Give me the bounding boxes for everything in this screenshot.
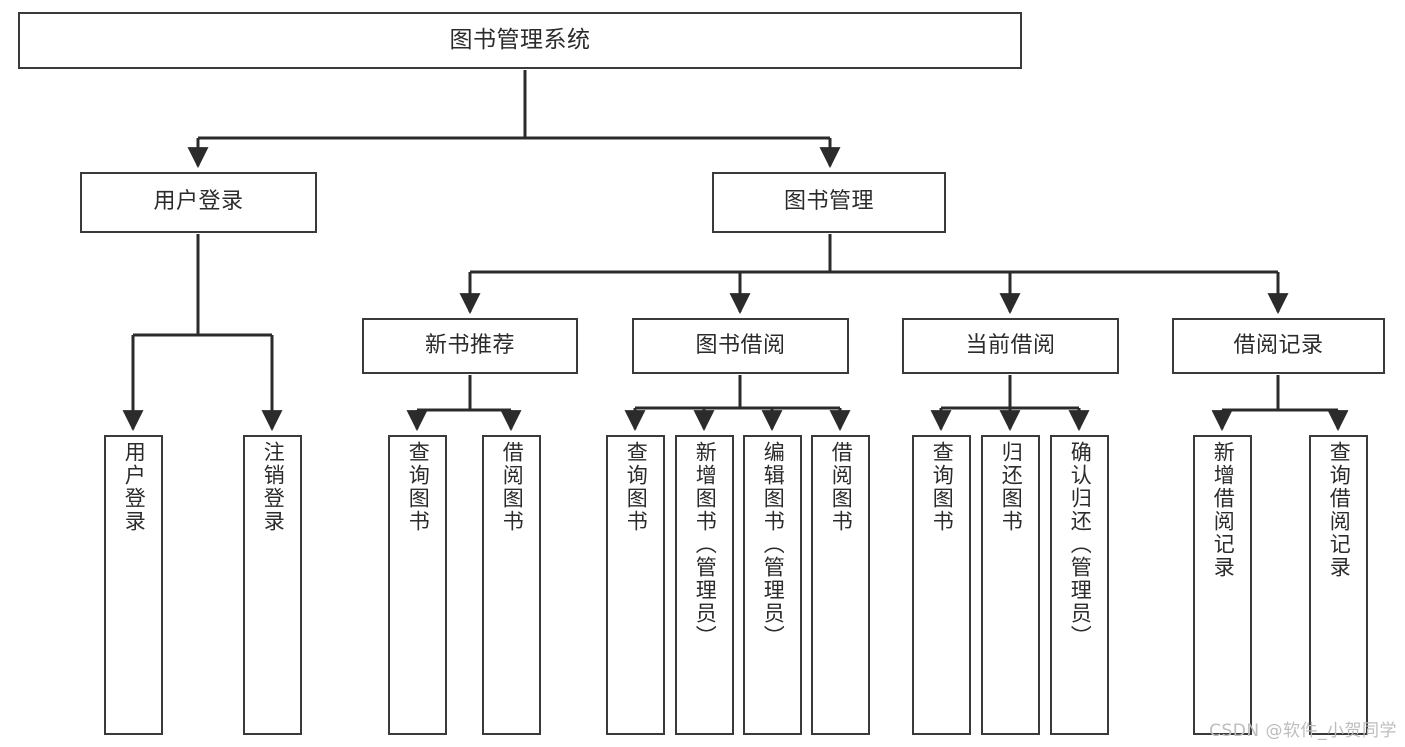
node-leaf-confirm-return[interactable]: 确认归还（管理员） — [1050, 435, 1109, 735]
node-leaf-borrow-book-2[interactable]: 借阅图书 — [811, 435, 870, 735]
node-user-login-label: 用户登录 — [153, 189, 244, 215]
node-leaf-borrow-book-1[interactable]: 借阅图书 — [482, 435, 541, 735]
node-current-borrow-label: 当前借阅 — [965, 332, 1056, 358]
node-leaf-edit-book[interactable]: 编辑图书（管理员） — [743, 435, 802, 735]
node-leaf-borrow-book-1-label: 借阅图书 — [500, 441, 525, 533]
node-leaf-query-book-3[interactable]: 查询图书 — [912, 435, 971, 735]
node-root-label: 图书管理系统 — [449, 26, 591, 53]
node-book-manage-label: 图书管理 — [783, 189, 874, 215]
node-leaf-query-book-2[interactable]: 查询图书 — [606, 435, 665, 735]
node-leaf-query-book-1-label: 查询图书 — [406, 441, 431, 533]
node-leaf-query-record-label: 查询借阅记录 — [1327, 441, 1352, 579]
node-leaf-query-book-1[interactable]: 查询图书 — [388, 435, 447, 735]
node-borrow-record-label: 借阅记录 — [1233, 332, 1324, 358]
node-leaf-add-book-label: 新增图书（管理员） — [693, 441, 718, 648]
node-current-borrow[interactable]: 当前借阅 — [902, 318, 1119, 374]
node-leaf-query-record[interactable]: 查询借阅记录 — [1309, 435, 1368, 735]
node-new-book-recommend[interactable]: 新书推荐 — [362, 318, 578, 374]
node-leaf-return-book[interactable]: 归还图书 — [981, 435, 1040, 735]
node-leaf-query-book-2-label: 查询图书 — [624, 441, 649, 533]
node-new-book-recommend-label: 新书推荐 — [424, 332, 515, 358]
node-leaf-add-record[interactable]: 新增借阅记录 — [1193, 435, 1252, 735]
node-root[interactable]: 图书管理系统 — [18, 12, 1022, 69]
node-leaf-logout-login[interactable]: 注销登录 — [243, 435, 302, 735]
node-leaf-return-book-label: 归还图书 — [999, 441, 1024, 533]
watermark-text: CSDN @软件_小贺同学 — [1209, 721, 1397, 741]
node-leaf-add-record-label: 新增借阅记录 — [1211, 441, 1236, 579]
node-leaf-user-login-label: 用户登录 — [122, 441, 147, 533]
node-user-login[interactable]: 用户登录 — [80, 172, 317, 233]
node-leaf-borrow-book-2-label: 借阅图书 — [829, 441, 854, 533]
node-leaf-confirm-return-label: 确认归还（管理员） — [1068, 441, 1093, 648]
node-book-manage[interactable]: 图书管理 — [712, 172, 946, 233]
node-leaf-query-book-3-label: 查询图书 — [930, 441, 955, 533]
node-leaf-add-book[interactable]: 新增图书（管理员） — [675, 435, 734, 735]
node-borrow-record[interactable]: 借阅记录 — [1172, 318, 1385, 374]
node-book-borrow-label: 图书借阅 — [695, 332, 786, 358]
node-leaf-logout-login-label: 注销登录 — [261, 441, 286, 533]
node-book-borrow[interactable]: 图书借阅 — [632, 318, 849, 374]
node-leaf-user-login[interactable]: 用户登录 — [104, 435, 163, 735]
node-leaf-edit-book-label: 编辑图书（管理员） — [761, 441, 786, 648]
